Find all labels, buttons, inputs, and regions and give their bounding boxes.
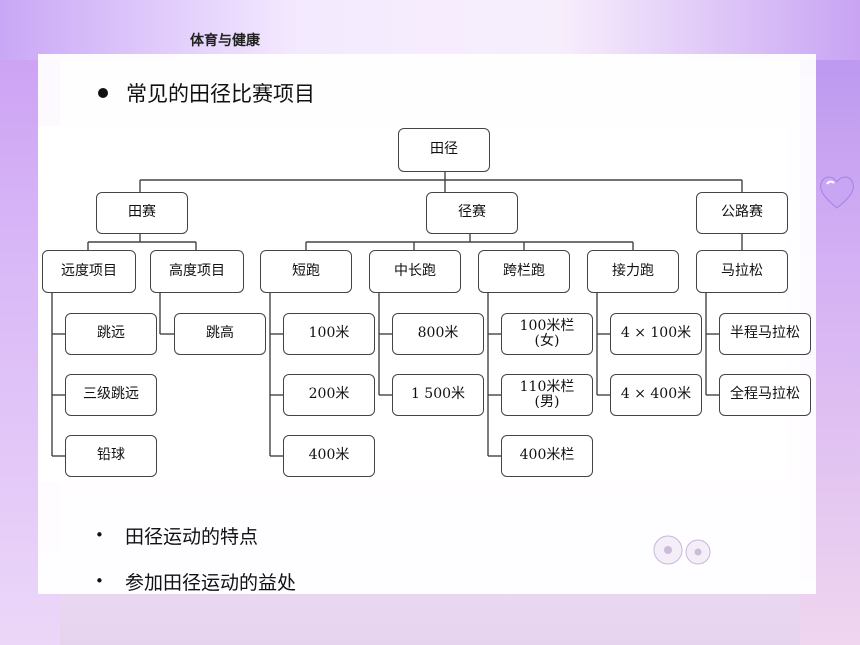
node-110m-hurdles-line2: (男) (534, 394, 560, 410)
node-distance-events: 远度项目 (42, 250, 136, 293)
node-hurdles: 跨栏跑 (478, 250, 570, 293)
node-road-events: 公路赛 (696, 192, 788, 234)
node-100m-hurdles-line2: (女) (534, 333, 560, 349)
node-track-events: 径赛 (426, 192, 518, 234)
node-400m: 400米 (283, 435, 375, 477)
node-4x100m: 4 × 100米 (610, 313, 702, 355)
node-4x400m: 4 × 400米 (610, 374, 702, 416)
node-sprint: 短跑 (260, 250, 352, 293)
node-marathon: 马拉松 (696, 250, 788, 293)
athletics-tree-diagram: 田径 田赛 径赛 公路赛 远度项目 高度项目 短跑 中长跑 跨栏跑 接力跑 马拉… (38, 126, 811, 482)
bullet-text: 参加田径运动的益处 (125, 571, 297, 594)
node-high-jump: 跳高 (174, 313, 266, 355)
soccer-ball-icon (653, 535, 711, 565)
node-100m-hurdles-line1: 100米栏 (519, 317, 575, 334)
course-title: 体育与健康 (190, 33, 260, 49)
node-full-marathon: 全程马拉松 (719, 374, 811, 416)
bullet-text: 田径运动的特点 (125, 525, 259, 548)
node-relay: 接力跑 (587, 250, 679, 293)
node-100m: 100米 (283, 313, 375, 355)
background-top (0, 0, 860, 60)
bullet-symbol: • (95, 572, 104, 590)
node-800m: 800米 (392, 313, 484, 355)
bullet-item: • 参加田径运动的益处 (95, 558, 296, 604)
bullet-symbol: • (95, 526, 104, 544)
node-110m-hurdles: 110米栏 (男) (501, 374, 593, 416)
node-shot-put: 铅球 (65, 435, 157, 477)
heart-balloon-icon (820, 176, 854, 209)
node-long-jump: 跳远 (65, 313, 157, 355)
bullet-dot-icon (98, 88, 108, 98)
node-100m-hurdles: 100米栏 (女) (501, 313, 593, 355)
node-110m-hurdles-line1: 110米栏 (519, 378, 575, 395)
section-heading-text: 常见的田径比赛项目 (126, 82, 315, 106)
node-half-marathon: 半程马拉松 (719, 313, 811, 355)
diagram-connectors (51, 172, 743, 457)
node-200m: 200米 (283, 374, 375, 416)
bullet-list: • 田径运动的特点 • 参加田径运动的益处 (95, 512, 296, 604)
node-400m-hurdles: 400米栏 (501, 435, 593, 477)
node-field-events: 田赛 (96, 192, 188, 234)
node-triple-jump: 三级跳远 (65, 374, 157, 416)
node-height-events: 高度项目 (150, 250, 244, 293)
node-root: 田径 (398, 128, 490, 172)
section-heading: 常见的田径比赛项目 (98, 78, 315, 108)
bullet-item: • 田径运动的特点 (95, 512, 296, 558)
node-middle-long: 中长跑 (369, 250, 461, 293)
node-1500m: 1 500米 (392, 374, 484, 416)
